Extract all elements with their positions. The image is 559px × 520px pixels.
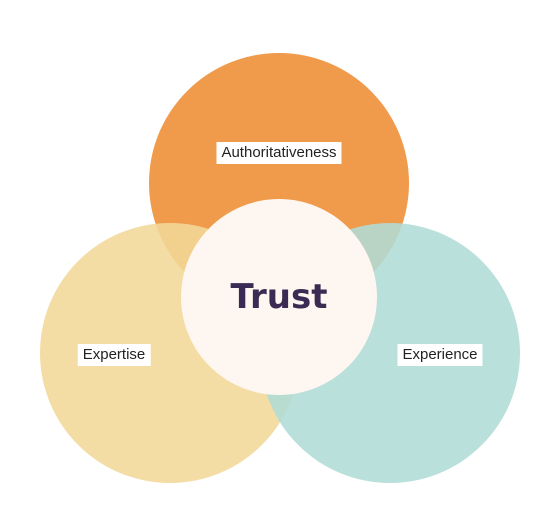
- authoritativeness-label: Authoritativeness: [216, 142, 342, 164]
- expertise-label: Expertise: [77, 344, 151, 366]
- trust-label: Trust: [230, 277, 328, 317]
- trust-circle: [181, 199, 377, 395]
- experience-label: Experience: [397, 344, 483, 366]
